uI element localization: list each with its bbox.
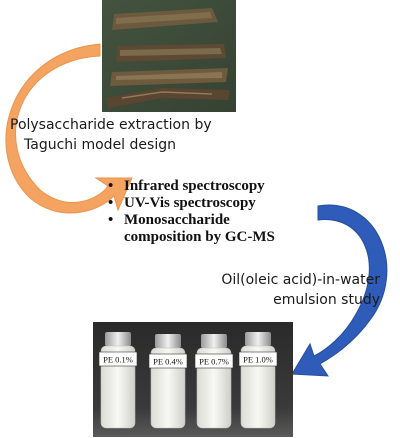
analysis-item-uvvis: • UV-Vis spectroscopy — [106, 195, 316, 212]
bottle-4: PE 1.0% — [238, 332, 278, 429]
emulsion-bottles-photo: PE 0.1% PE 0.4% PE 0.7% PE 1.0% — [93, 322, 293, 437]
emulsion-caption: Oil(oleic acid)-in-water emulsion study — [208, 270, 380, 310]
bottle-2: PE 0.4% — [148, 334, 188, 429]
bottle-3-label: PE 0.7% — [199, 357, 229, 367]
analysis-item-label-line2: composition by GC-MS — [124, 229, 275, 245]
blue-curved-arrow — [291, 204, 388, 377]
bullet-icon: • — [108, 212, 114, 228]
extraction-caption: Polysaccharide extraction by Taguchi mod… — [10, 115, 240, 155]
emulsion-caption-line2: emulsion study — [273, 292, 380, 308]
bottle-4-label: PE 1.0% — [243, 355, 273, 365]
bottle-1: PE 0.1% — [98, 332, 138, 429]
analysis-item-label: UV-Vis spectroscopy — [124, 195, 256, 211]
bottle-3: PE 0.7% — [194, 334, 234, 429]
bottle-1-label: PE 0.1% — [103, 355, 133, 365]
bullet-icon: • — [108, 195, 114, 211]
analysis-item-infrared: • Infrared spectroscopy — [106, 178, 316, 195]
extraction-caption-line2: Taguchi model design — [24, 137, 176, 153]
analysis-item-label: Infrared spectroscopy — [124, 178, 265, 194]
bark-sample-photo — [102, 0, 236, 112]
analysis-item-monosaccharide: • Monosaccharide composition by GC-MS — [106, 212, 316, 246]
bottle-2-label: PE 0.4% — [153, 357, 183, 367]
analysis-list: • Infrared spectroscopy • UV-Vis spectro… — [106, 178, 316, 246]
analysis-item-label-line1: Monosaccharide — [124, 212, 230, 228]
bullet-icon: • — [108, 178, 114, 194]
emulsion-caption-line1: Oil(oleic acid)-in-water — [221, 272, 380, 288]
extraction-caption-line1: Polysaccharide extraction by — [10, 117, 212, 133]
orange-curved-arrow — [5, 43, 133, 214]
